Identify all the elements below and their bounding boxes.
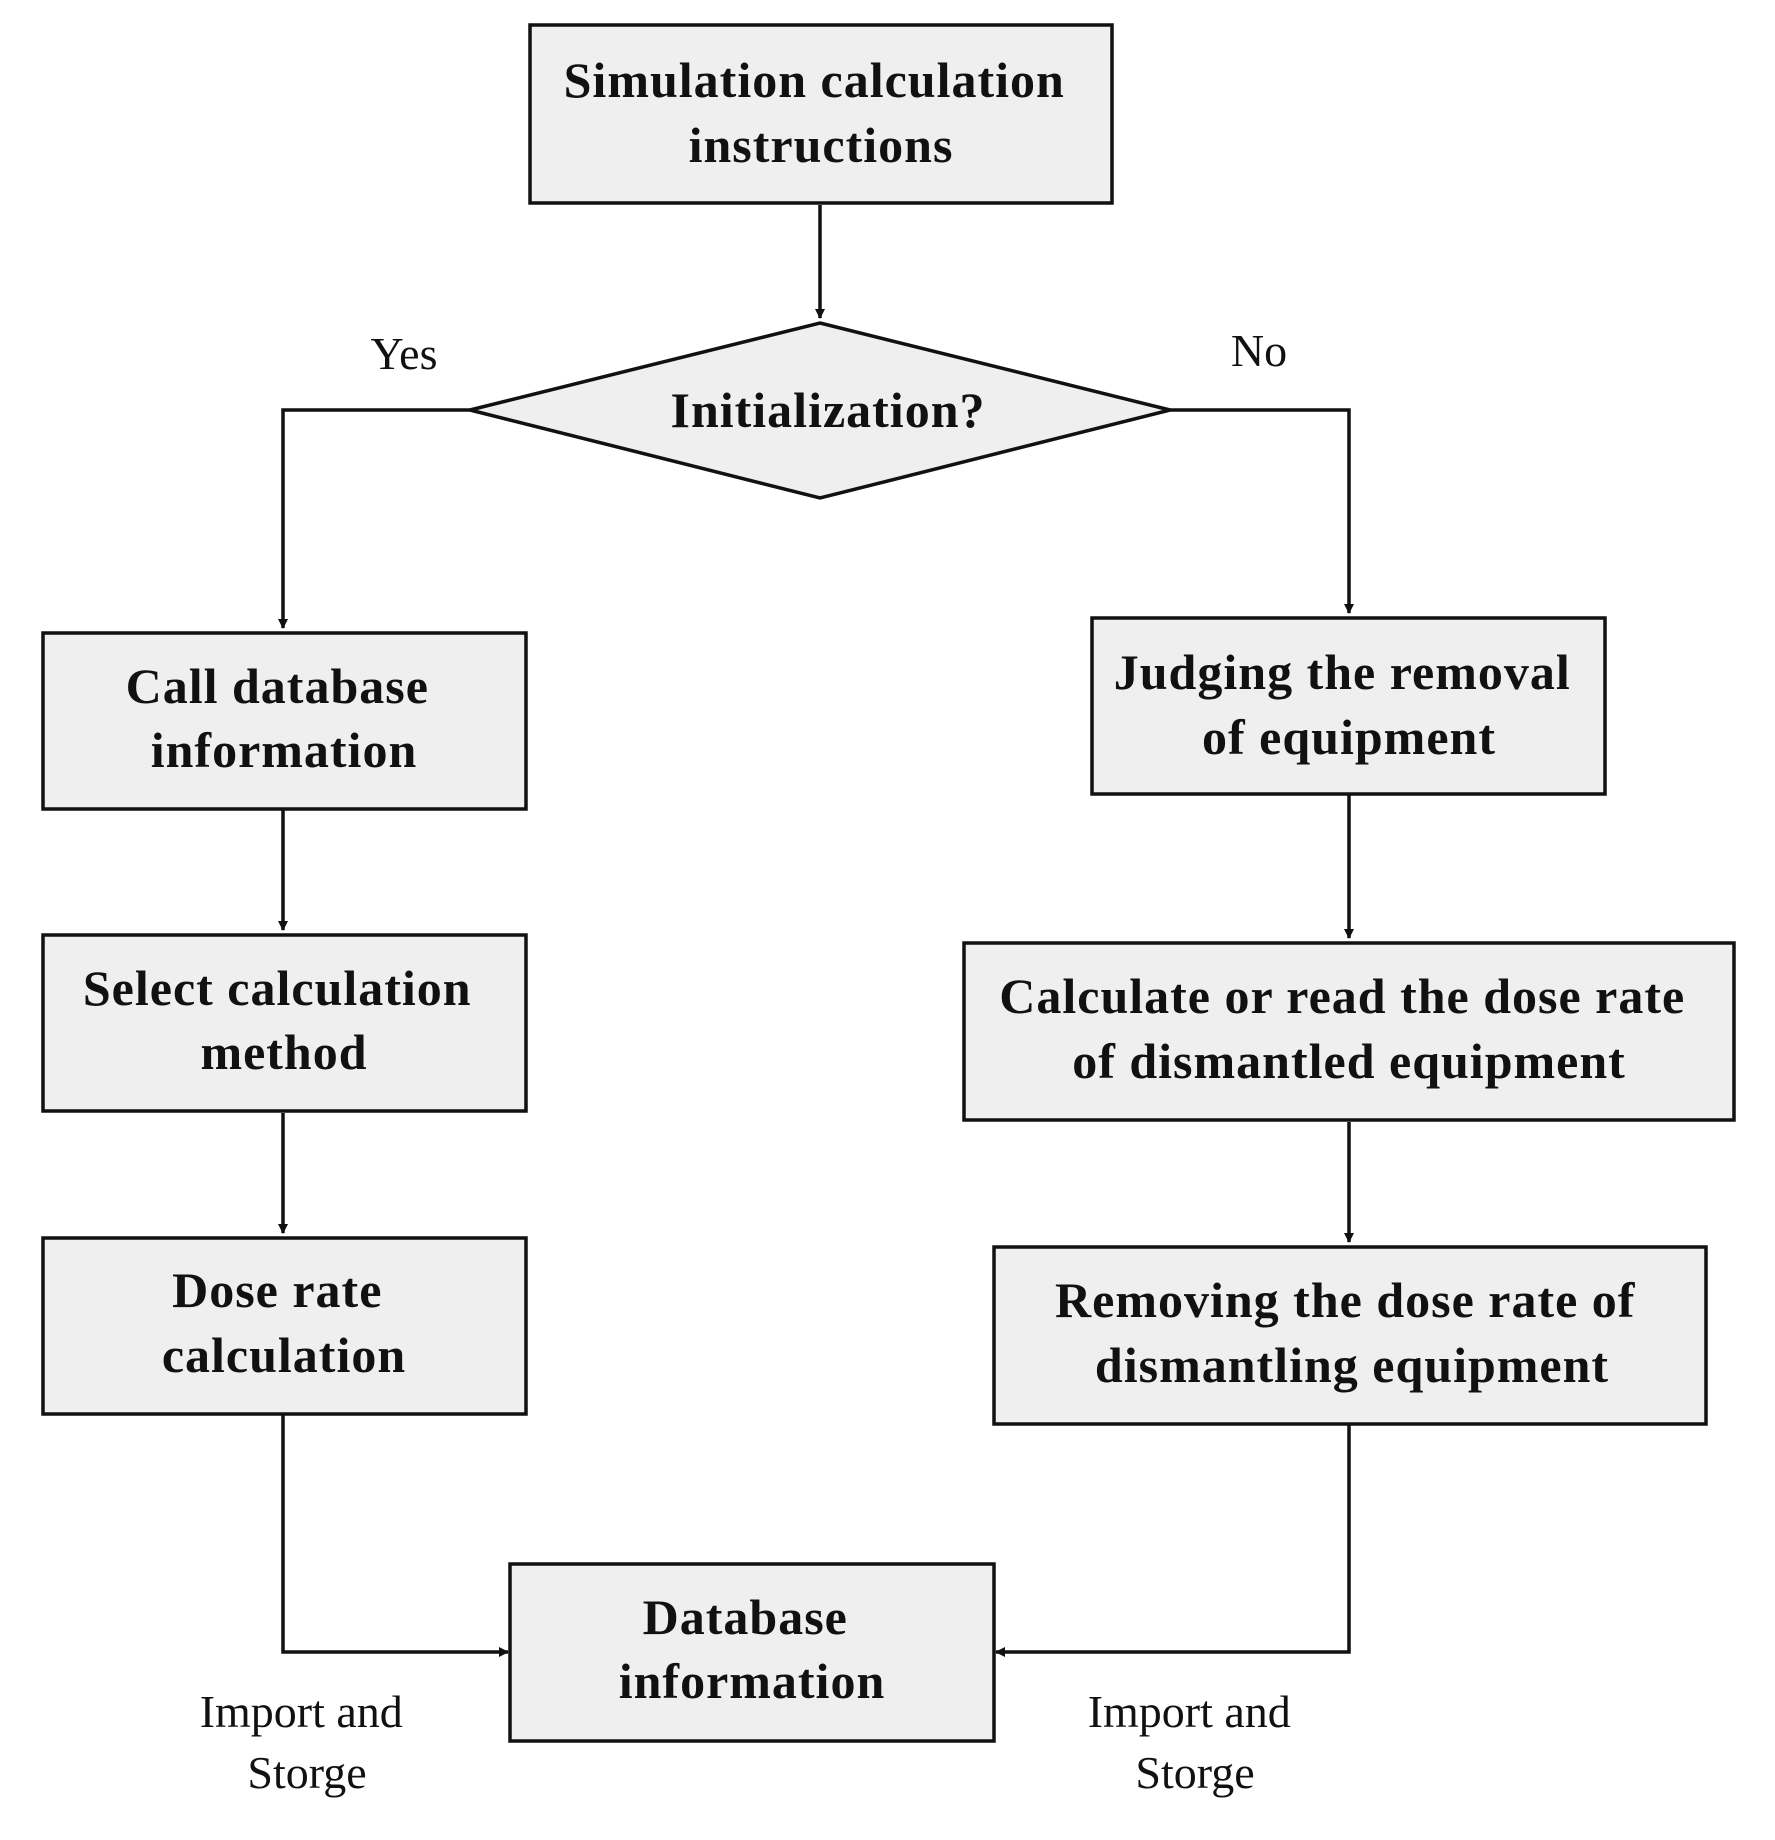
node-start-box [528,23,1114,205]
node-decision-line-1: Initialization? [670,382,985,438]
node-dose-calc: Dose rate calculation [41,1236,528,1416]
arrow-dose-to-database [281,1415,509,1657]
node-decision: Initialization? [469,321,1171,500]
node-database: Database information [508,1562,996,1743]
node-judge-removal: Judging the removal of equipment [1090,616,1607,796]
node-select-method-text: Select calculation method [83,960,485,1080]
node-call-db-text: Call database information [126,658,443,778]
node-start-line-2: instructions [689,117,954,173]
node-select-method-line-2: method [200,1024,367,1080]
node-judge-removal-line-2: of equipment [1202,709,1496,765]
arrow-decision-no-to-judge [1170,408,1354,614]
arrow-decision-yes-to-call-db [278,408,470,629]
node-calc-read-text: Calculate or read the dose rate of disma… [999,968,1698,1089]
label-yes: Yes [371,328,438,379]
node-remove-dose-box [992,1245,1708,1426]
node-calc-read: Calculate or read the dose rate of disma… [962,941,1736,1122]
node-remove-dose-text: Removing the dose rate of dismantling eq… [1055,1272,1649,1393]
node-calc-read-line-2: of dismantled equipment [1072,1033,1626,1089]
label-import-left: Import and Storge [200,1686,415,1798]
node-judge-removal-line-1: Judging the removal [1114,644,1571,700]
label-import-right-line-2: Storge [1135,1747,1254,1798]
arrow-remove-to-database [995,1425,1351,1657]
node-database-line-2: information [619,1653,886,1709]
node-call-db-box [41,631,528,811]
node-start-line-1: Simulation calculation [564,52,1065,108]
label-import-right: Import and Storge [1088,1686,1303,1798]
connectors [278,205,1354,1657]
node-start: Simulation calculation instructions [528,23,1114,205]
label-import-left-line-1: Import and [200,1686,403,1737]
node-decision-diamond [469,321,1171,500]
node-call-db-line-1: Call database [126,658,429,714]
node-remove-dose-line-2: dismantling equipment [1095,1337,1609,1393]
node-database-line-1: Database [643,1589,848,1645]
node-start-text: Simulation calculation instructions [564,52,1079,173]
label-import-right-line-1: Import and [1088,1686,1291,1737]
node-remove-dose: Removing the dose rate of dismantling eq… [992,1245,1708,1426]
node-select-method-box [41,933,528,1113]
node-database-box [508,1562,996,1743]
node-call-db-line-2: information [151,722,418,778]
label-import-left-line-2: Storge [247,1747,366,1798]
node-dose-calc-line-1: Dose rate [172,1262,382,1318]
label-no: No [1231,325,1287,376]
node-dose-calc-text: Dose rate calculation [162,1262,406,1383]
node-call-db: Call database information [41,631,528,811]
node-select-method: Select calculation method [41,933,528,1113]
node-calc-read-box [962,941,1736,1122]
node-decision-text: Initialization? [670,382,985,438]
node-judge-removal-text: Judging the removal of equipment [1114,644,1585,765]
node-dose-calc-line-2: calculation [162,1327,406,1383]
node-database-text: Database information [619,1589,886,1709]
node-dose-calc-box [41,1236,528,1416]
node-remove-dose-line-1: Removing the dose rate of [1055,1272,1636,1328]
node-select-method-line-1: Select calculation [83,960,472,1016]
node-calc-read-line-1: Calculate or read the dose rate [999,968,1685,1024]
node-judge-removal-box [1090,616,1607,796]
